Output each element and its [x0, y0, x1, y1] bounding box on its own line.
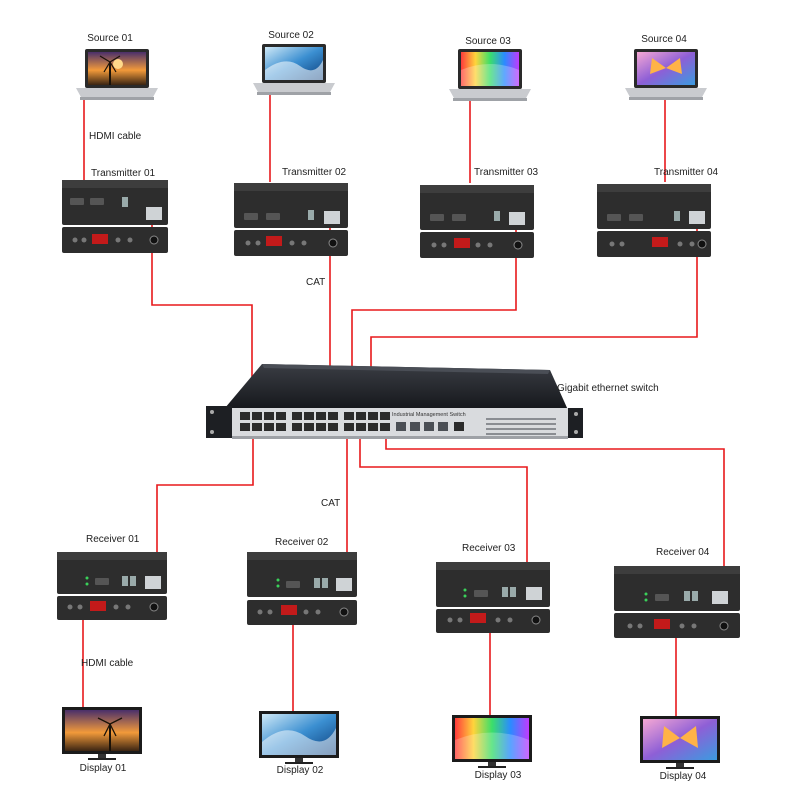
receiver-2: [247, 552, 357, 625]
source-laptop-2: [253, 44, 335, 95]
source-label-4: Source 04: [641, 34, 687, 45]
transmitter-label-3: Transmitter 03: [474, 167, 538, 178]
cat-label-top: CAT: [306, 277, 325, 288]
hdmi-cable-label-top: HDMI cable: [89, 131, 141, 142]
ethernet-switch: Industrial Management Switch: [206, 364, 583, 439]
transmitter-label-1: Transmitter 01: [91, 168, 155, 179]
source-label-2: Source 02: [268, 30, 314, 41]
receiver-4: [614, 566, 740, 638]
display-label-3: Display 03: [475, 770, 522, 781]
display-label-2: Display 02: [277, 765, 324, 776]
switch-panel-text: Industrial Management Switch: [392, 412, 466, 418]
transmitter-2: [234, 183, 348, 256]
cat-cable-rx1: [157, 432, 253, 552]
receiver-label-2: Receiver 02: [275, 537, 328, 548]
receiver-label-1: Receiver 01: [86, 534, 139, 545]
display-monitor-4: [640, 716, 720, 769]
hdmi-cable-label-bottom: HDMI cable: [81, 658, 133, 669]
source-laptop-1: [76, 49, 158, 100]
source-label-3: Source 03: [465, 36, 511, 47]
transmitter-label-2: Transmitter 02: [282, 167, 346, 178]
cat-label-bottom: CAT: [321, 498, 340, 509]
source-laptop-3: [449, 49, 531, 101]
transmitter-label-4: Transmitter 04: [654, 167, 718, 178]
display-label-4: Display 04: [660, 771, 707, 782]
transmitter-1: [62, 180, 168, 253]
source-laptop-4: [625, 49, 707, 100]
source-label-1: Source 01: [87, 33, 133, 44]
display-monitor-1: [62, 707, 142, 760]
display-label-1: Display 01: [80, 763, 127, 774]
switch-label: Gigabit ethernet switch: [557, 383, 659, 394]
transmitter-3: [420, 185, 534, 258]
receiver-3: [436, 562, 550, 633]
receiver-1: [57, 552, 167, 620]
display-monitor-2: [259, 711, 339, 764]
transmitter-4: [597, 184, 711, 257]
display-monitor-3: [452, 715, 532, 768]
receiver-label-3: Receiver 03: [462, 543, 515, 554]
receiver-label-4: Receiver 04: [656, 547, 709, 558]
